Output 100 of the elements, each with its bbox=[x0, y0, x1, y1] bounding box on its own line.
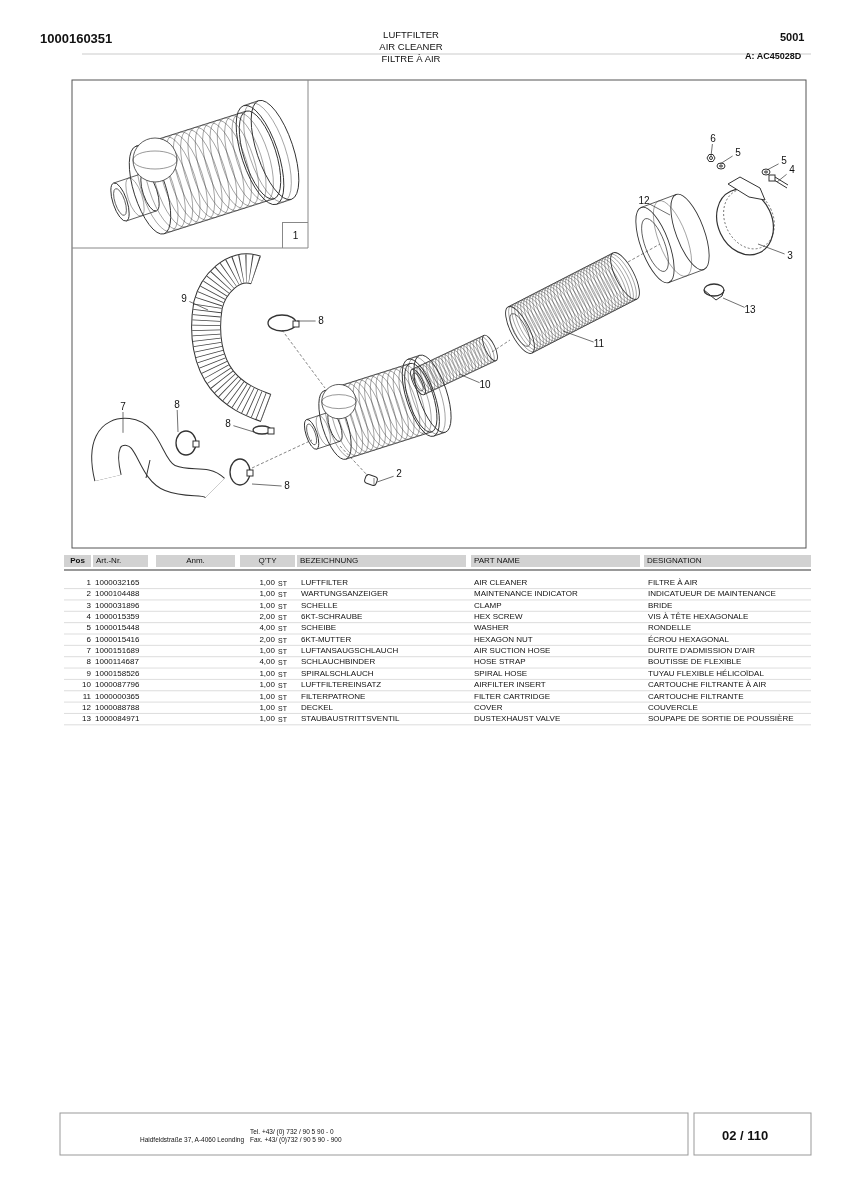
article-number: 1000084971 bbox=[95, 714, 140, 725]
french-name: INDICATUEUR DE MAINTENANCE bbox=[648, 589, 776, 600]
leader-line bbox=[710, 143, 713, 157]
english-name: FILTER CARTRIDGE bbox=[474, 691, 551, 702]
leader-line bbox=[776, 173, 787, 183]
french-name: CARTOUCHE FILTRANTE À AIR bbox=[648, 680, 767, 691]
callout-number: 5 bbox=[729, 147, 747, 159]
position-number: 9 bbox=[86, 668, 91, 679]
english-name: AIRFILTER INSERT bbox=[474, 680, 546, 691]
suction-hose-drawing bbox=[91, 417, 224, 499]
english-name: HEX SCREW bbox=[474, 612, 523, 623]
leader-line bbox=[719, 155, 733, 165]
french-name: DURITE D'ADMISSION D'AIR bbox=[648, 646, 756, 657]
hose-clamp-drawing bbox=[175, 430, 200, 456]
assembly-line bbox=[491, 339, 511, 353]
leader-line bbox=[757, 243, 785, 255]
article-number: 1000087796 bbox=[95, 680, 140, 691]
callout-number: 12 bbox=[635, 195, 653, 207]
quantity: 2,00 bbox=[259, 634, 275, 645]
leader-line bbox=[722, 297, 745, 308]
callout-number: 2 bbox=[390, 468, 408, 480]
position-number: 11 bbox=[82, 691, 91, 702]
part-number: 1000160351 bbox=[40, 32, 113, 47]
hose-clamp-drawing bbox=[229, 458, 254, 486]
article-number: 1000015448 bbox=[95, 623, 140, 634]
air-cleaner-drawing bbox=[304, 354, 452, 460]
callout-number: 7 bbox=[114, 401, 132, 413]
callout-number: 9 bbox=[175, 293, 193, 305]
article-number: 1000015416 bbox=[95, 634, 140, 645]
quantity: 2,00 bbox=[259, 612, 275, 623]
assembly-line bbox=[627, 243, 661, 263]
french-name: VIS À TÊTE HEXAGONALE bbox=[648, 612, 749, 623]
german-name: 6KT-SCHRAUBE bbox=[301, 612, 363, 623]
callout-number: 8 bbox=[312, 315, 330, 327]
leader-line bbox=[376, 475, 394, 483]
article-number: 1000088788 bbox=[95, 702, 140, 713]
german-name: SCHEIBE bbox=[301, 623, 337, 634]
english-name: COVER bbox=[474, 702, 503, 713]
english-name: CLAMP bbox=[474, 600, 502, 611]
english-name: DUSTEXHAUST VALVE bbox=[474, 714, 561, 725]
german-name: SCHLAUCHBINDER bbox=[301, 657, 376, 668]
leader-line bbox=[458, 373, 480, 384]
quantity: 1,00 bbox=[259, 589, 275, 600]
english-name: MAINTENANCE INDICATOR bbox=[474, 589, 578, 600]
callout-number: 6 bbox=[704, 133, 722, 145]
quantity: 1,00 bbox=[259, 714, 275, 725]
french-name: RONDELLE bbox=[648, 623, 692, 634]
english-name: SPIRAL HOSE bbox=[474, 668, 528, 679]
leader-line bbox=[176, 409, 179, 433]
french-name: SOUPAPE DE SORTIE DE POUSSIÈRE bbox=[648, 714, 794, 725]
column-header: Pos bbox=[64, 555, 91, 567]
german-name: FILTERPATRONE bbox=[301, 691, 366, 702]
english-name: AIR CLEANER bbox=[474, 578, 528, 588]
french-name: CARTOUCHE FILTRANTE bbox=[648, 691, 744, 702]
page-number: 02 / 110 bbox=[722, 1129, 769, 1144]
callout-number: 11 bbox=[590, 338, 608, 350]
french-name: BRIDE bbox=[648, 600, 673, 611]
article-number: 1000151689 bbox=[95, 646, 140, 657]
position-number: 8 bbox=[86, 657, 91, 668]
quantity: 1,00 bbox=[259, 702, 275, 713]
position-number: 2 bbox=[86, 589, 91, 600]
column-header: BEZEICHNUNG bbox=[297, 555, 466, 567]
position-number: 7 bbox=[86, 646, 91, 657]
quantity: 4,00 bbox=[259, 657, 275, 668]
quantity: 4,00 bbox=[259, 623, 275, 634]
leader-line bbox=[649, 203, 671, 216]
index-box: 1 bbox=[282, 222, 308, 248]
german-name: LUFTFILTER bbox=[301, 578, 348, 588]
article-number: 1000015359 bbox=[95, 612, 140, 623]
column-header: PART NAME bbox=[471, 555, 640, 567]
article-number: 1000000365 bbox=[95, 691, 140, 702]
position-number: 12 bbox=[82, 702, 91, 713]
leader-line bbox=[122, 411, 124, 434]
indicator-drawing bbox=[363, 473, 379, 487]
english-name: AIR SUCTION HOSE bbox=[474, 646, 551, 657]
column-header: Anm. bbox=[156, 555, 235, 567]
callout-number: 4 bbox=[783, 164, 801, 176]
leader-line bbox=[296, 320, 316, 322]
quantity: 1,00 bbox=[259, 578, 275, 588]
french-name: ÉCROU HEXAGONAL bbox=[648, 634, 729, 645]
valve-drawing bbox=[703, 283, 725, 301]
leader-line bbox=[562, 330, 594, 343]
french-name: TUYAU FLEXIBLE HÉLICOÏDAL bbox=[648, 668, 764, 679]
quantity: 1,00 bbox=[259, 668, 275, 679]
article-number: 1000114687 bbox=[95, 657, 139, 668]
callout-number: 3 bbox=[781, 250, 799, 262]
article-number: 1000031896 bbox=[95, 600, 140, 611]
english-name: HOSE STRAP bbox=[474, 657, 526, 668]
english-name: WASHER bbox=[474, 623, 509, 634]
filter-cartridge-drawing bbox=[505, 252, 640, 354]
column-header: Q'TY bbox=[240, 555, 295, 567]
article-number: 1000104488 bbox=[95, 589, 140, 600]
column-header: DESIGNATION bbox=[644, 555, 811, 567]
washer-drawing bbox=[761, 168, 771, 176]
callout-number: 13 bbox=[741, 304, 759, 316]
position-number: 3 bbox=[86, 600, 91, 611]
quantity: 1,00 bbox=[259, 600, 275, 611]
nut-drawing bbox=[706, 154, 716, 162]
article-number: 1000158526 bbox=[95, 668, 140, 679]
hose-clamp-drawing bbox=[252, 425, 275, 435]
